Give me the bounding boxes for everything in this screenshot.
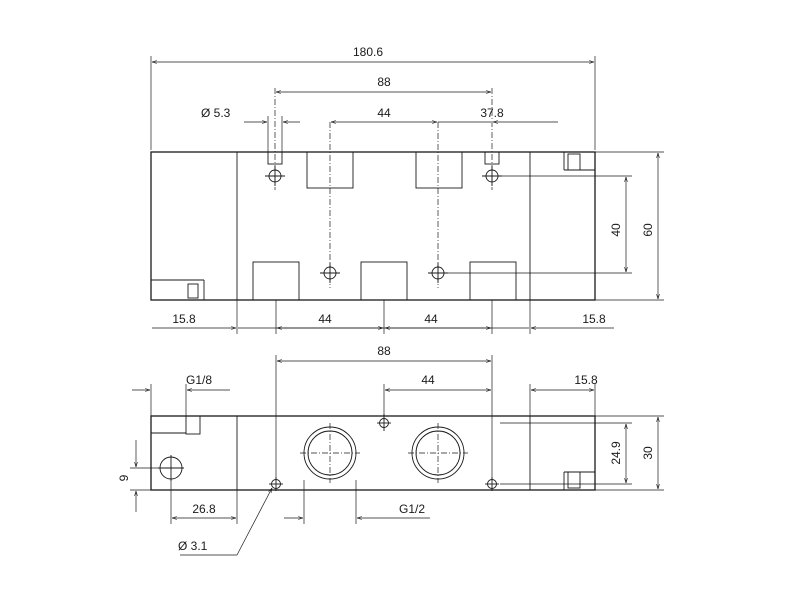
dim-bottom-44-a: 44 — [318, 312, 332, 326]
side-dim-main-port: G1/2 — [399, 502, 425, 516]
side-dim-pilot-port: G1/8 — [186, 373, 212, 387]
side-dim-44: 44 — [421, 373, 435, 387]
side-dim-hole-dia: Ø 3.1 — [178, 539, 208, 553]
dim-hole-dia-5-3: Ø 5.3 — [201, 106, 231, 120]
side-dim-15-8: 15.8 — [574, 373, 598, 387]
side-body-outline — [150, 415, 596, 491]
pilot-port-g1-8 — [158, 455, 184, 481]
side-dim-pilot-height: 9 — [117, 474, 131, 481]
dim-overall-width-60: 60 — [641, 223, 655, 237]
lower-port-2 — [360, 261, 408, 301]
lower-port-1 — [252, 261, 300, 301]
right-cap-slot — [567, 153, 581, 171]
lower-port-3 — [469, 261, 517, 301]
side-hole-top — [377, 414, 391, 431]
left-cap-slot — [187, 283, 199, 299]
side-dim-pilot-offset: 26.8 — [192, 502, 216, 516]
dim-end-right-15-8: 15.8 — [582, 312, 606, 326]
main-port-left — [300, 423, 360, 483]
upper-port-right — [415, 151, 463, 189]
dim-bottom-44-b: 44 — [424, 312, 438, 326]
dim-port-pitch-44: 44 — [377, 106, 391, 120]
dim-end-left-15-8: 15.8 — [172, 312, 196, 326]
dim-offset-37-8: 37.8 — [480, 106, 504, 120]
side-right-cap-slot — [567, 471, 581, 489]
top-view: 180.6 88 44 37.8 Ø 5.3 40 60 — [150, 45, 664, 334]
dim-hole-spacing-40: 40 — [609, 223, 623, 237]
side-dim-88: 88 — [377, 344, 391, 358]
valve-body-outline — [150, 151, 596, 301]
side-left-cap-slot — [185, 415, 201, 435]
dim-port-pitch-88: 88 — [377, 75, 391, 89]
side-view: 88 44 15.8 G1/8 9 26.8 G1/2 — [117, 344, 664, 556]
dim-overall-length: 180.6 — [353, 45, 383, 59]
main-port-right — [408, 423, 468, 483]
side-dim-overall-height: 30 — [641, 446, 655, 460]
side-dim-hole-height: 24.9 — [609, 441, 623, 465]
